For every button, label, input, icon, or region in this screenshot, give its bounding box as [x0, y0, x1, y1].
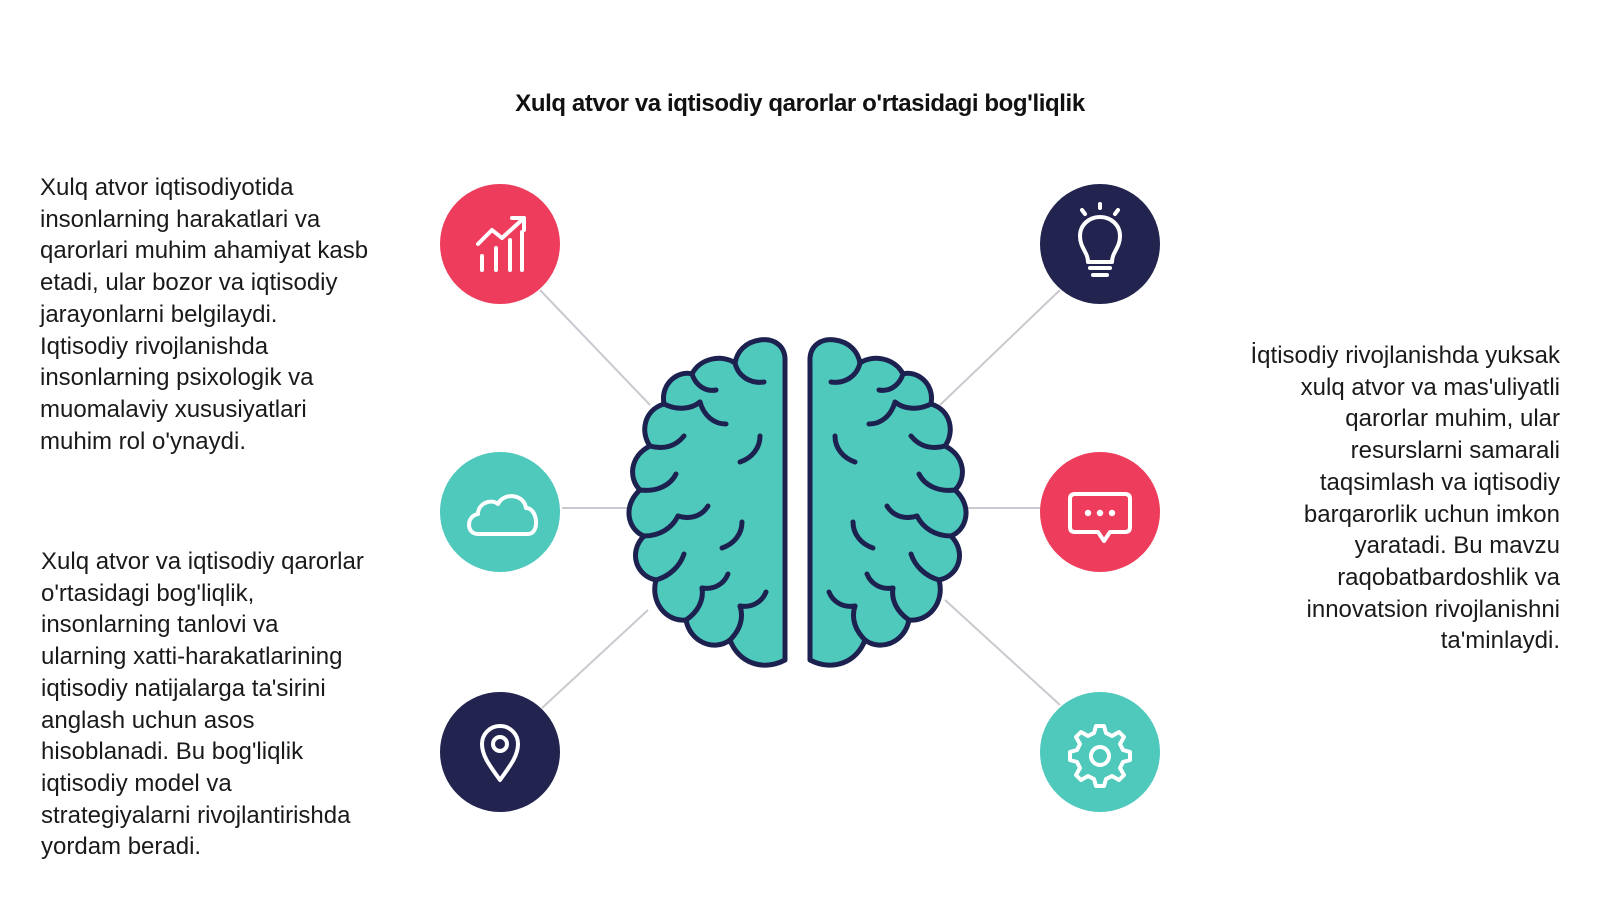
connectors: [539, 289, 1061, 709]
location-pin-icon: [480, 724, 520, 782]
connector-bottom-right: [944, 599, 1061, 706]
connector-bottom-left: [541, 609, 649, 709]
brain-folds-right: [826, 360, 958, 643]
text-bottom-left: Xulq atvor va iqtisodiy qarorlar o'rtasi…: [41, 548, 364, 861]
node-gear: [1040, 692, 1160, 812]
connector-top-right: [939, 289, 1061, 406]
lightbulb-icon: [1078, 202, 1122, 277]
brain-folds-left: [637, 360, 769, 643]
node-lightbulb: [1040, 184, 1160, 304]
cloud-icon: [467, 494, 538, 536]
node-chat-bubble: [1040, 452, 1160, 572]
text-top-left: Xulq atvor iqtisodiyotida insonlarning h…: [40, 174, 369, 455]
brain-icon: [626, 337, 969, 668]
connector-top-left: [539, 289, 651, 406]
gear-icon: [1068, 724, 1132, 788]
page-title: Xulq atvor va iqtisodiy qarorlar o'rtasi…: [515, 90, 1085, 117]
chat-bubble-icon: [1068, 492, 1132, 543]
node-growth-chart: [440, 184, 560, 304]
node-cloud: [440, 452, 560, 572]
growth-chart-icon: [476, 216, 526, 272]
node-location-pin: [440, 692, 560, 812]
text-right: İqtisodiy rivojlanishda yuksak xulq atvo…: [1250, 342, 1560, 655]
